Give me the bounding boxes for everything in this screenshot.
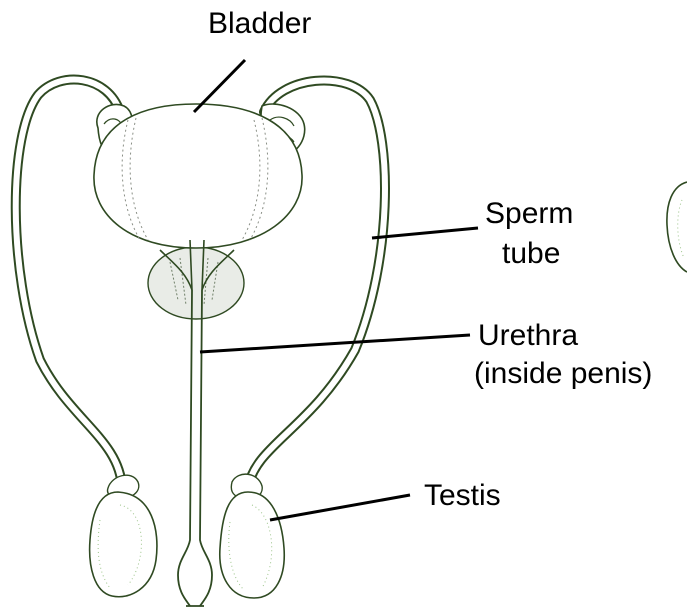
bladder-shape: [94, 104, 302, 248]
urethra-label-line2: (inside penis): [474, 356, 652, 392]
sperm-tube-label-line2: tube: [502, 236, 560, 272]
edge-structure: [667, 182, 687, 272]
sperm-tube-label-line1: Sperm: [485, 196, 573, 232]
prostate-gland: [148, 247, 244, 319]
bladder-label: Bladder: [208, 6, 311, 42]
testis-left: [90, 492, 157, 597]
urethra-tube: [178, 290, 212, 606]
bladder-leader: [194, 60, 245, 112]
testis-leader: [270, 495, 410, 520]
testis-right: [220, 492, 284, 598]
testis-label: Testis: [424, 478, 501, 514]
urethra-label-line1: Urethra: [478, 318, 578, 354]
urethra-leader: [200, 335, 470, 352]
